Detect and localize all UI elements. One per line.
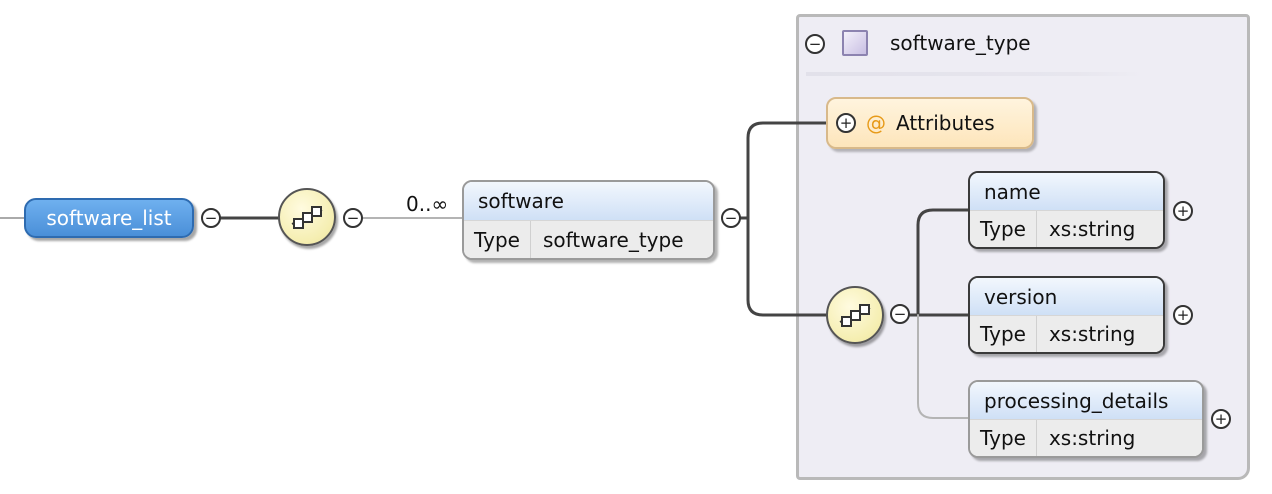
- element-processing-details-type-value: xs:string: [1048, 426, 1136, 450]
- attributes-expand-toggle[interactable]: +: [836, 113, 856, 133]
- element-processing-details-expand-toggle[interactable]: +: [1211, 409, 1231, 429]
- element-software-name: software: [464, 182, 713, 220]
- element-version-type-value: xs:string: [1048, 322, 1136, 346]
- root-collapse-toggle[interactable]: −: [201, 208, 221, 228]
- element-version-label: version: [970, 278, 1163, 315]
- element-version[interactable]: version Type xs:string: [968, 276, 1165, 354]
- attributes-label: Attributes: [896, 111, 995, 135]
- software-to-sequence-line: [746, 216, 830, 317]
- attribute-at-icon: @: [866, 111, 886, 135]
- element-name-expand-toggle[interactable]: +: [1173, 201, 1193, 221]
- software-to-attributes-line: [746, 121, 828, 220]
- element-name-label: name: [970, 173, 1163, 210]
- sequence-to-name-line: [916, 208, 972, 317]
- complex-type-header-divider: [806, 72, 1142, 76]
- sequence-to-processing-line: [917, 314, 971, 419]
- inner-sequence-compositor-icon[interactable]: [826, 286, 884, 344]
- element-version-type-key: Type: [970, 316, 1037, 352]
- complex-type-collapse-toggle[interactable]: −: [805, 34, 825, 54]
- element-name-type-key: Type: [970, 211, 1037, 247]
- complex-type-title: software_type: [890, 31, 1031, 55]
- element-version-type-row: Type xs:string: [970, 315, 1163, 352]
- element-software-type-row: Type software_type: [464, 220, 713, 258]
- software-collapse-toggle[interactable]: −: [721, 208, 741, 228]
- element-name-type-row: Type xs:string: [970, 210, 1163, 247]
- element-version-expand-toggle[interactable]: +: [1173, 305, 1193, 325]
- root-element-software-list[interactable]: software_list: [24, 198, 194, 238]
- sequence-collapse-toggle[interactable]: −: [343, 208, 363, 228]
- element-name[interactable]: name Type xs:string: [968, 171, 1165, 249]
- inner-sequence-collapse-toggle[interactable]: −: [890, 304, 910, 324]
- sequence-glyph-icon: [291, 206, 323, 229]
- element-name-type-value: xs:string: [1048, 217, 1136, 241]
- element-processing-details-type-key: Type: [970, 420, 1037, 456]
- element-software[interactable]: software Type software_type: [462, 180, 715, 260]
- inner-sequence-glyph-icon: [839, 304, 871, 327]
- element-processing-details-label: processing_details: [970, 382, 1202, 419]
- element-software-type-key: Type: [464, 221, 531, 258]
- element-software-type-value: software_type: [542, 227, 684, 252]
- root-element-label: software_list: [46, 206, 172, 230]
- attributes-group[interactable]: + @ Attributes: [826, 97, 1034, 149]
- software-multiplicity-label: 0..∞: [406, 192, 449, 216]
- element-processing-details[interactable]: processing_details Type xs:string: [968, 380, 1204, 458]
- complex-type-icon: [842, 30, 868, 56]
- sequence-compositor-icon[interactable]: [278, 188, 336, 246]
- element-processing-details-type-row: Type xs:string: [970, 419, 1202, 456]
